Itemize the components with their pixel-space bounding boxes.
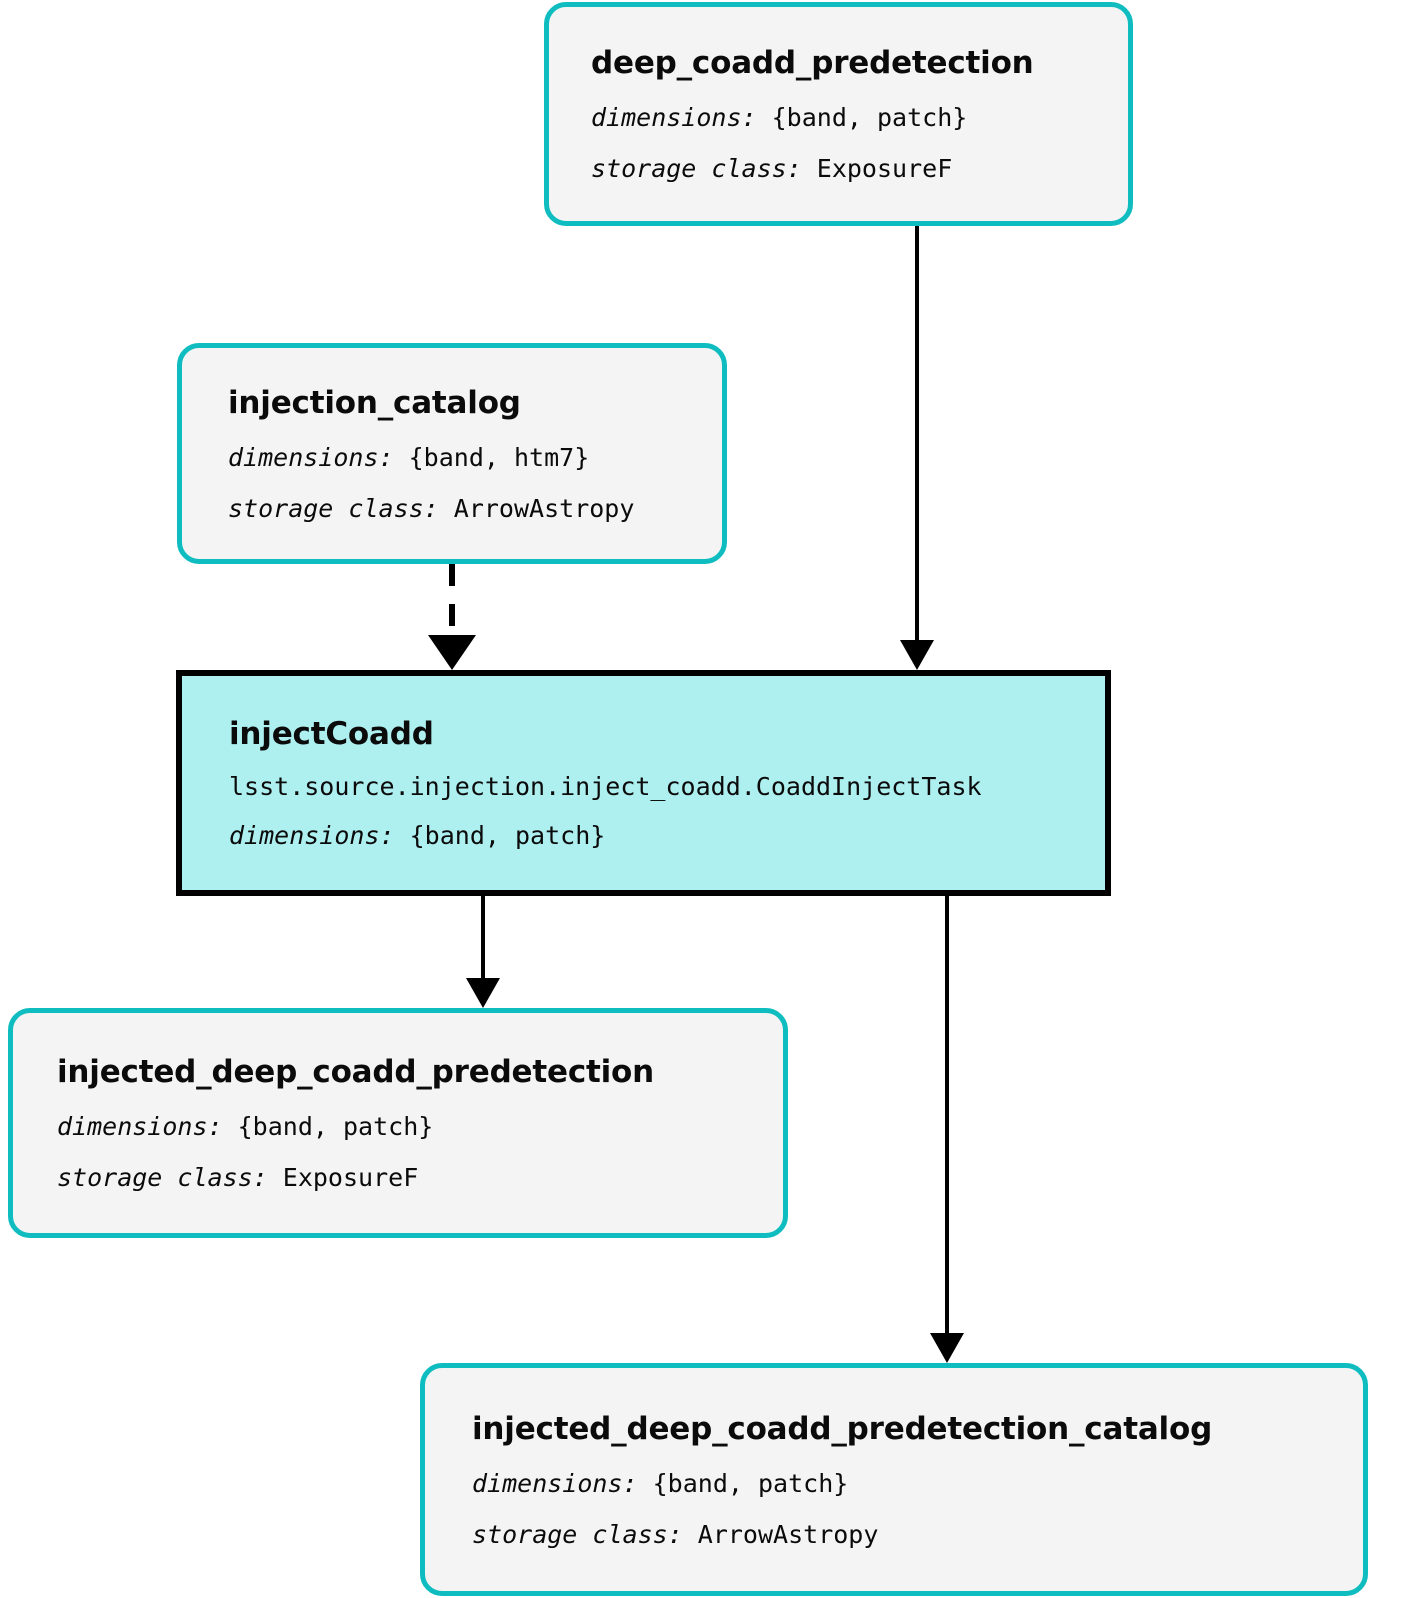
node-title: deep_coadd_predetection <box>591 45 1034 81</box>
node-class-path: lsst.source.injection.inject_coadd.Coadd… <box>229 772 982 801</box>
dimensions-value: {band, patch} <box>237 1112 434 1141</box>
node-title: injected_deep_coadd_predetection <box>57 1054 655 1090</box>
storage-class-value: ExposureF <box>282 1163 419 1192</box>
node-storage-class-row: storage class: ArrowAstropy <box>228 494 722 523</box>
node-dimensions-row: dimensions: {band, patch} <box>591 103 1128 132</box>
node-storage-class-row: storage class: ExposureF <box>591 154 1128 183</box>
node-title: injection_catalog <box>228 384 521 421</box>
storage-class-label: storage class: <box>228 493 454 523</box>
storage-class-label: storage class: <box>472 1519 698 1549</box>
storage-class-value: ArrowAstropy <box>453 493 635 523</box>
dataset-node-injection-catalog[interactable]: injection_catalog dimensions: {band, htm… <box>177 343 727 564</box>
node-storage-class-row: storage class: ArrowAstropy <box>472 1520 1363 1549</box>
dataset-node-injected-deep-coadd-predetection[interactable]: injected_deep_coadd_predetection dimensi… <box>8 1008 788 1238</box>
node-dimensions-row: dimensions: {band, patch} <box>229 821 1105 850</box>
dimensions-value: {band, patch} <box>652 1468 849 1498</box>
edge-injectcoadd-to-injected-deep-coadd-predetection <box>466 896 500 1008</box>
dimensions-label: dimensions: <box>228 442 409 472</box>
dataset-node-injected-deep-coadd-predetection-catalog[interactable]: injected_deep_coadd_predetection_catalog… <box>420 1363 1368 1596</box>
node-dimensions-row: dimensions: {band, htm7} <box>228 443 722 472</box>
dimensions-label: dimensions: <box>472 1468 653 1498</box>
edge-injectcoadd-to-injected-deep-coadd-predetection-catalog <box>930 896 964 1363</box>
edge-deep-coadd-predetection-to-injectcoadd <box>900 226 934 670</box>
dimensions-value: {band, htm7} <box>408 442 590 472</box>
storage-class-value: ExposureF <box>816 154 953 183</box>
dimensions-label: dimensions: <box>229 821 410 850</box>
task-node-inject-coadd[interactable]: injectCoadd lsst.source.injection.inject… <box>176 670 1111 896</box>
storage-class-label: storage class: <box>591 154 817 183</box>
edge-injection-catalog-to-injectcoadd <box>428 564 476 670</box>
dimensions-label: dimensions: <box>591 103 772 132</box>
storage-class-label: storage class: <box>57 1163 283 1192</box>
dataset-node-deep-coadd-predetection[interactable]: deep_coadd_predetection dimensions: {ban… <box>544 2 1133 226</box>
dimensions-value: {band, patch} <box>409 821 606 850</box>
node-dimensions-row: dimensions: {band, patch} <box>57 1112 783 1141</box>
node-title: injectCoadd <box>229 716 434 752</box>
node-dimensions-row: dimensions: {band, patch} <box>472 1469 1363 1498</box>
node-storage-class-row: storage class: ExposureF <box>57 1163 783 1192</box>
dimensions-value: {band, patch} <box>771 103 968 132</box>
node-title: injected_deep_coadd_predetection_catalog <box>472 1410 1213 1447</box>
storage-class-value: ArrowAstropy <box>697 1519 879 1549</box>
dimensions-label: dimensions: <box>57 1112 238 1141</box>
